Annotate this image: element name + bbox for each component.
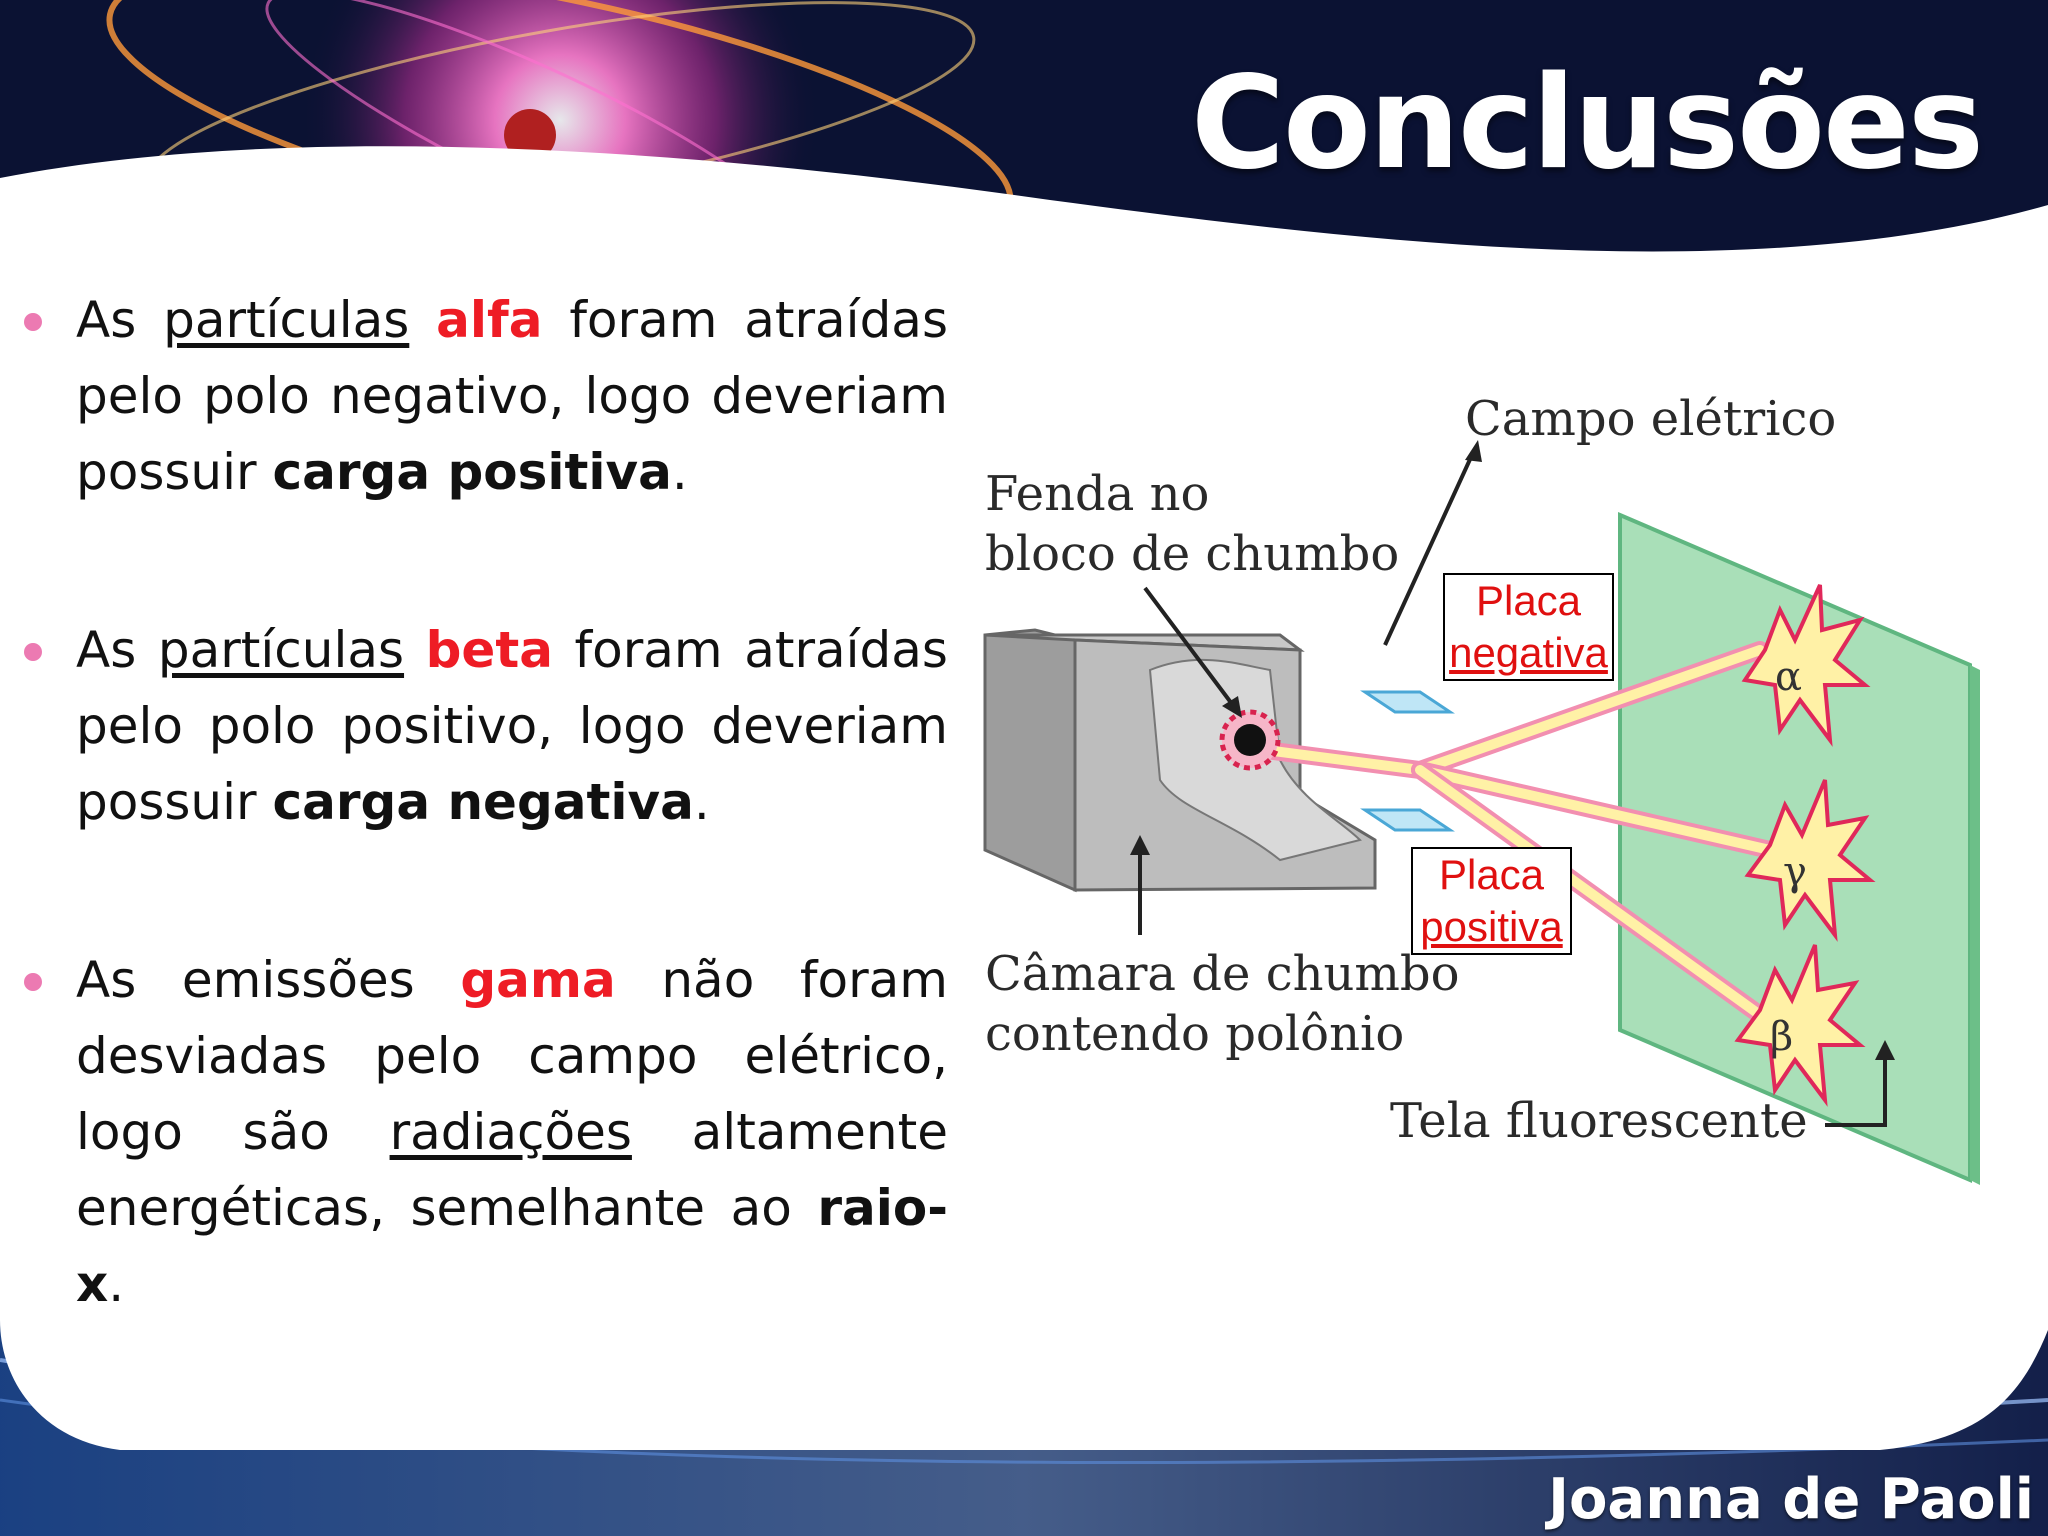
- chamber-label-line1: Câmara de chumbo: [985, 946, 1460, 1002]
- xray-word: raio-x: [76, 1179, 948, 1313]
- negative-plate-label: Placa negativa: [1443, 573, 1614, 681]
- bullet-gamma-end: .: [108, 1255, 125, 1313]
- bullet-gamma-text1: não foram desviadas pelo campo elétrico,…: [76, 951, 948, 1161]
- positive-plate-label: Placa positiva: [1411, 847, 1572, 955]
- chamber-label-line2: contendo polônio: [985, 1006, 1404, 1062]
- screen-label: Tela fluorescente: [1390, 1093, 1808, 1149]
- beta-charge: carga negativa: [272, 773, 694, 831]
- gamma-symbol: γ: [1783, 849, 1807, 895]
- bullet-dot: [24, 973, 42, 991]
- gamma-burst: γ: [1744, 779, 1876, 942]
- bullet-alpha-as: As: [76, 291, 137, 349]
- bullet-gamma-as: As emissões: [76, 951, 415, 1009]
- bullet-alpha-particles: partículas: [163, 291, 410, 349]
- electric-plates: [1360, 690, 1455, 832]
- bullet-beta-end: .: [693, 773, 710, 831]
- alpha-symbol: α: [1775, 654, 1802, 700]
- bullet-alpha-text: foram atraídas pelo polo negativo, logo …: [76, 291, 948, 501]
- beta-symbol: β: [1770, 1014, 1793, 1060]
- bullet-dot: [24, 643, 42, 661]
- bullet-alpha-end: .: [671, 443, 688, 501]
- gamma-keyword: gama: [460, 951, 616, 1009]
- bullet-beta-text: foram atraídas pelo polo positivo, logo …: [76, 621, 948, 831]
- positive-plate-label-line2: positiva: [1420, 903, 1563, 950]
- radiation-deflection-diagram: α γ β Campo elétrico Fenda no bloco de c…: [983, 391, 1980, 1185]
- bullet-dot: [24, 313, 42, 331]
- bullet-gamma-text2: altamente energéticas, semelhante ao: [76, 1103, 948, 1237]
- alpha-burst: α: [1741, 584, 1871, 747]
- polonium-source: [1219, 709, 1281, 771]
- alpha-keyword: alfa: [436, 291, 543, 349]
- bullet-alpha: As partículas alfa foram atraídas pelo p…: [24, 282, 948, 510]
- radiation-beams: [1241, 641, 1779, 1024]
- negative-plate-label-line1: Placa: [1475, 577, 1582, 624]
- slit-label-line1: Fenda no: [985, 466, 1209, 522]
- pointer-arrows: [1130, 440, 1895, 1127]
- alpha-charge: carga positiva: [272, 443, 672, 501]
- bullet-beta: As partículas beta foram atraídas pelo p…: [24, 612, 948, 840]
- slide-title: Conclusões: [1191, 49, 1984, 198]
- bullet-list: As partículas alfa foram atraídas pelo p…: [24, 282, 948, 1322]
- positive-plate-label-line1: Placa: [1438, 851, 1545, 898]
- slit-label-line2: bloco de chumbo: [985, 526, 1399, 582]
- bullet-gamma: As emissões gama não foram desviadas pel…: [24, 942, 948, 1322]
- beta-keyword: beta: [425, 621, 553, 679]
- electric-field-label: Campo elétrico: [1465, 391, 1836, 447]
- beta-burst: β: [1734, 944, 1866, 1107]
- radiations-word: radiações: [389, 1103, 632, 1161]
- author-name: Joanna de Paoli: [1548, 1467, 2034, 1532]
- bullet-beta-as: As: [76, 621, 137, 679]
- negative-plate-label-line2: negativa: [1449, 629, 1608, 676]
- bullet-beta-particles: partículas: [157, 621, 405, 679]
